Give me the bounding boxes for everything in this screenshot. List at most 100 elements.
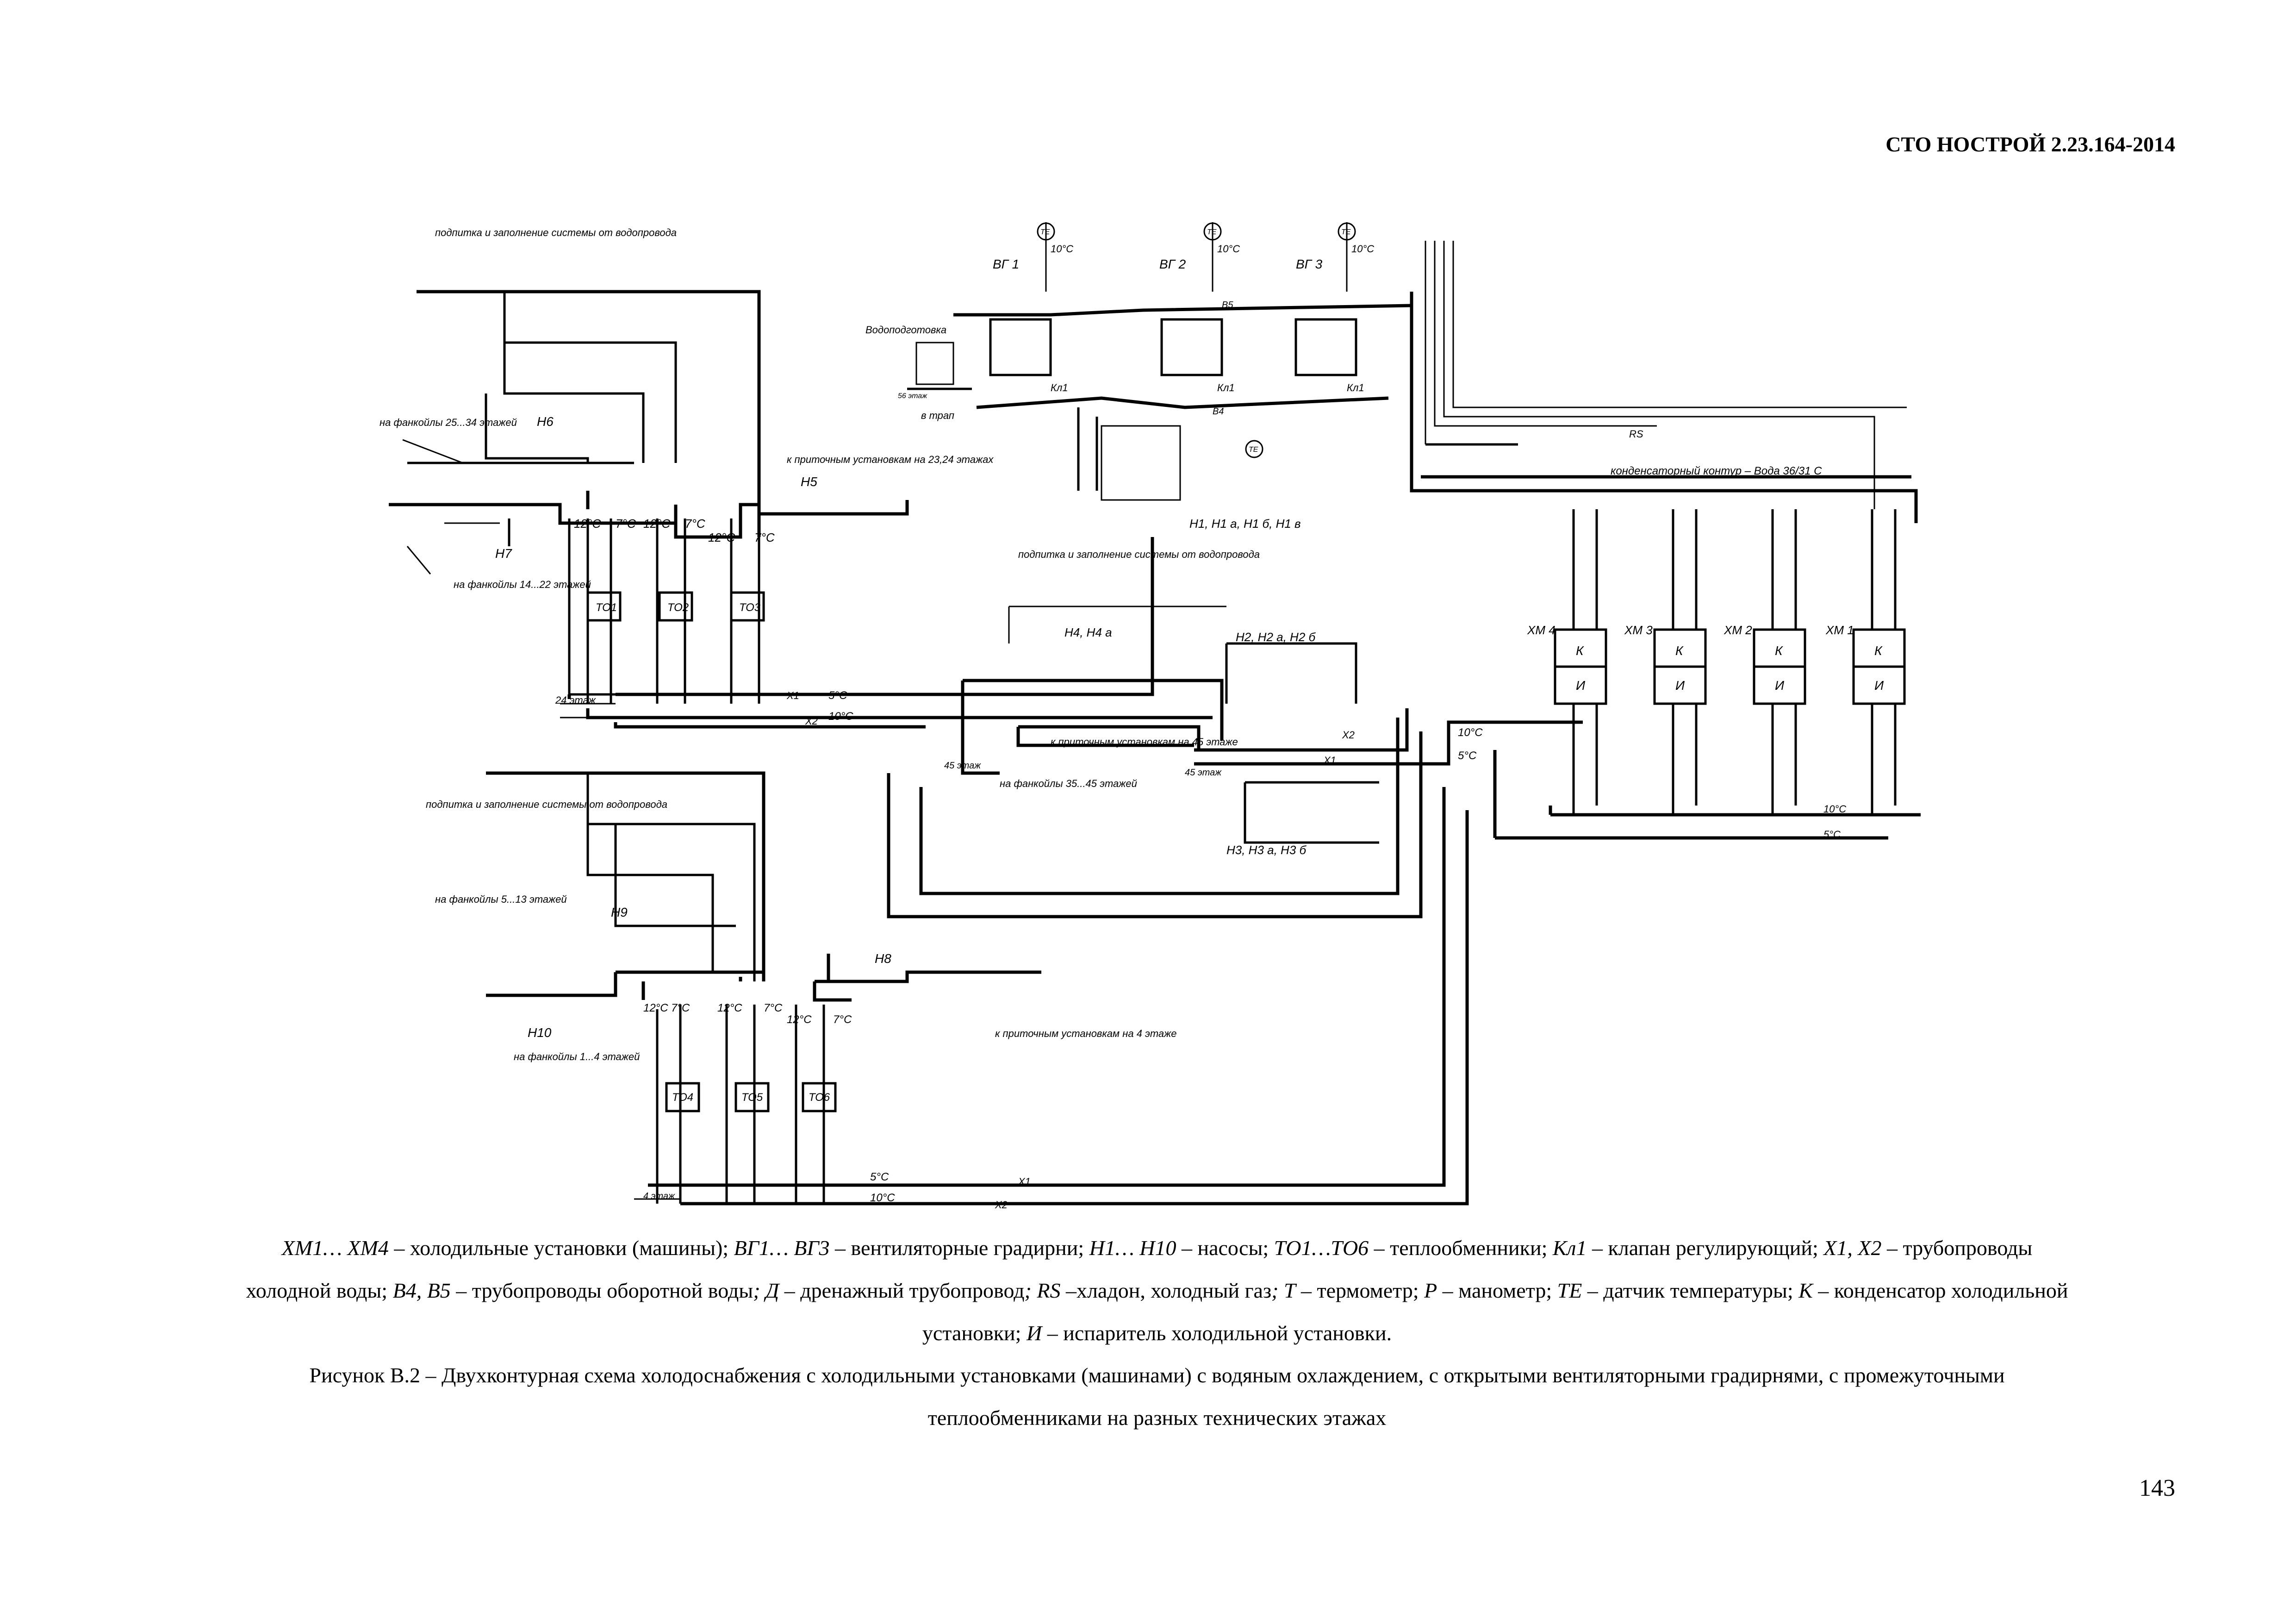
label-pumps-h2: Н2, Н2 а, Н2 б [1236, 630, 1316, 644]
desc-d: – дренажный трубопровод [779, 1279, 1025, 1302]
label-floor-45b: 45 этаж [1185, 768, 1222, 778]
label-tower2: ВГ 2 [1159, 257, 1186, 271]
desc-kl: – клапан регулирующий; [1587, 1236, 1824, 1260]
label-i2: И [1775, 678, 1785, 693]
label-tower1: ВГ 1 [993, 257, 1019, 271]
label-fan-5-13: на фанкойлы 5...13 этажей [435, 893, 567, 905]
label-te1: ТЕ [1040, 228, 1050, 236]
label-x2-d: Х2 [995, 1199, 1008, 1211]
label-rs: RS [1629, 428, 1643, 440]
term-n: Н1… Н10 [1089, 1236, 1176, 1260]
label-t12b: 12°С [643, 517, 670, 531]
label-pumps-h1: Н1, Н1 а, Н1 б, Н1 в [1189, 517, 1301, 531]
term-i: И [1026, 1321, 1042, 1345]
label-10c-a: 10°С [828, 710, 853, 723]
label-makeup3: подпитка и заполнение системы от водопро… [426, 799, 667, 810]
label-tw10-1: 10°С [1051, 243, 1073, 255]
label-k4: К [1576, 643, 1584, 658]
desc-rs: –хладон, холодный газ [1060, 1279, 1272, 1302]
label-h5: Н5 [801, 475, 817, 489]
term-t: ; Т [1271, 1279, 1296, 1302]
label-supply-4: к приточным установкам на 4 этаже [995, 1028, 1177, 1039]
label-b5: В5 [1222, 300, 1233, 310]
term-d: ; Д [753, 1279, 779, 1302]
label-t12e: 12°С [717, 1002, 742, 1014]
term-p: Р [1424, 1279, 1437, 1302]
label-i4: И [1576, 678, 1586, 693]
label-fan-1-4: на фанкойлы 1...4 этажей [514, 1051, 640, 1062]
label-t7b: 7°С [685, 517, 705, 531]
label-to4: ТО4 [672, 1091, 693, 1104]
label-drain: в трап [921, 410, 954, 421]
label-x1-a: Х1 [786, 690, 799, 701]
label-k3: К [1675, 643, 1684, 658]
desc-te: – датчик температуры; [1582, 1279, 1799, 1302]
label-supply-45: к приточным установкам на 45 этаже [1051, 736, 1238, 748]
label-tw10-2: 10°С [1217, 243, 1240, 255]
label-fan-14-22: на фанкойлы 14...22 этажей [454, 579, 591, 590]
term-k: К [1798, 1279, 1813, 1302]
label-b4: В4 [1213, 406, 1224, 417]
label-hm3: ХМ 3 [1624, 623, 1653, 637]
label-h9: Н9 [611, 905, 628, 919]
term-vg: ВГ1… ВГ3 [734, 1236, 830, 1260]
figure-title-line-2: теплообменниками на разных технических э… [927, 1406, 1387, 1430]
label-floor-24: 24 этаж [555, 694, 596, 706]
label-to1: ТО1 [596, 601, 617, 614]
label-kl1-3: Кл1 [1347, 382, 1364, 394]
desc-n: – насосы; [1176, 1236, 1274, 1260]
label-kl1-1: Кл1 [1051, 382, 1068, 394]
label-hm4: ХМ 4 [1527, 623, 1556, 637]
zone-cooling-towers: ВГ 1 ВГ 2 ВГ 3 ТЕ ТЕ ТЕ ТЕ 10°С 10°С 10°… [865, 222, 1412, 531]
label-condenser-loop: конденсаторный контур – Вода 36/31 С [1611, 465, 1822, 477]
label-t7c: 7°С [754, 531, 775, 544]
caption-line-1: ХМ1… ХМ4 – холодильные установки (машины… [139, 1227, 2175, 1269]
label-x1-d: Х1 [1018, 1176, 1031, 1187]
label-10c-c: 10°С [1823, 803, 1846, 815]
label-k1: К [1874, 643, 1883, 658]
label-t12c: 12°С [708, 531, 735, 544]
label-t7d: 7°С [671, 1002, 690, 1014]
label-fan-35-45: на фанкойлы 35...45 этажей [1000, 778, 1137, 789]
desc-units: установки; [922, 1321, 1027, 1345]
term-b: В4, В5 [392, 1279, 451, 1302]
document-code: СТО НОСТРОЙ 2.23.164-2014 [1885, 132, 2175, 156]
label-10c-d: 10°С [870, 1192, 895, 1204]
desc-hm: – холодильные установки (машины); [388, 1236, 734, 1260]
label-10c-b: 10°С [1458, 726, 1483, 739]
term-kl: Кл1 [1552, 1236, 1587, 1260]
zone-lower-left: 4 этаж 12°С 7°С 12°С 7°С 12°С 7°С ТО4 ТО… [426, 718, 1469, 1211]
label-k2: К [1775, 643, 1783, 658]
label-tower3: ВГ 3 [1296, 257, 1323, 271]
label-t12d: 12°С [643, 1002, 668, 1014]
page-number: 143 [2139, 1475, 2175, 1501]
label-pumps-h3: Н3, Н3 а, Н3 б [1226, 843, 1307, 857]
label-floor-4: 4 этаж [643, 1191, 675, 1201]
label-h7: Н7 [495, 546, 512, 561]
desc-to: – теплообменники; [1369, 1236, 1553, 1260]
label-x2-a: Х2 [805, 715, 818, 727]
label-makeup1: подпитка и заполнение системы от водопро… [435, 227, 677, 238]
label-tw10-3: 10°С [1351, 243, 1374, 255]
term-rs: ; RS [1024, 1279, 1061, 1302]
label-t12a: 12°С [574, 517, 601, 531]
legend-caption: ХМ1… ХМ4 – холодильные установки (машины… [139, 1227, 2175, 1355]
figure-title-line-1: Рисунок В.2 – Двухконтурная схема холодо… [309, 1363, 2005, 1387]
label-t7e: 7°С [764, 1002, 783, 1014]
label-t7a: 7°С [616, 517, 636, 531]
term-to: ТО1…ТО6 [1274, 1236, 1369, 1260]
desc-i: – испаритель холодильной установки. [1042, 1321, 1392, 1345]
desc-p: – манометр; [1437, 1279, 1557, 1302]
zone-chillers: ХМ 4 ХМ 3 ХМ 2 ХМ 1 К К К К И И И И конд… [1410, 241, 1921, 840]
label-i3: И [1675, 678, 1685, 693]
label-kl1-2: Кл1 [1217, 382, 1235, 394]
label-5c-d: 5°С [870, 1171, 889, 1183]
label-floor-56: 56 этаж [898, 392, 927, 400]
cooling-system-schematic: 24 этаж 12°С 7°С 12°С 7°С 12°С 7°С ТО1 Т… [380, 222, 1921, 1211]
label-supply-23-24: к приточным установкам на 23,24 этажах [787, 454, 994, 465]
label-water-prep: Водоподготовка [865, 324, 946, 336]
label-h6: Н6 [537, 414, 554, 429]
label-h10: Н10 [528, 1025, 552, 1040]
label-5c-a: 5°С [828, 689, 847, 702]
zone-upper-left: 24 этаж 12°С 7°С 12°С 7°С 12°С 7°С ТО1 Т… [380, 227, 1213, 729]
